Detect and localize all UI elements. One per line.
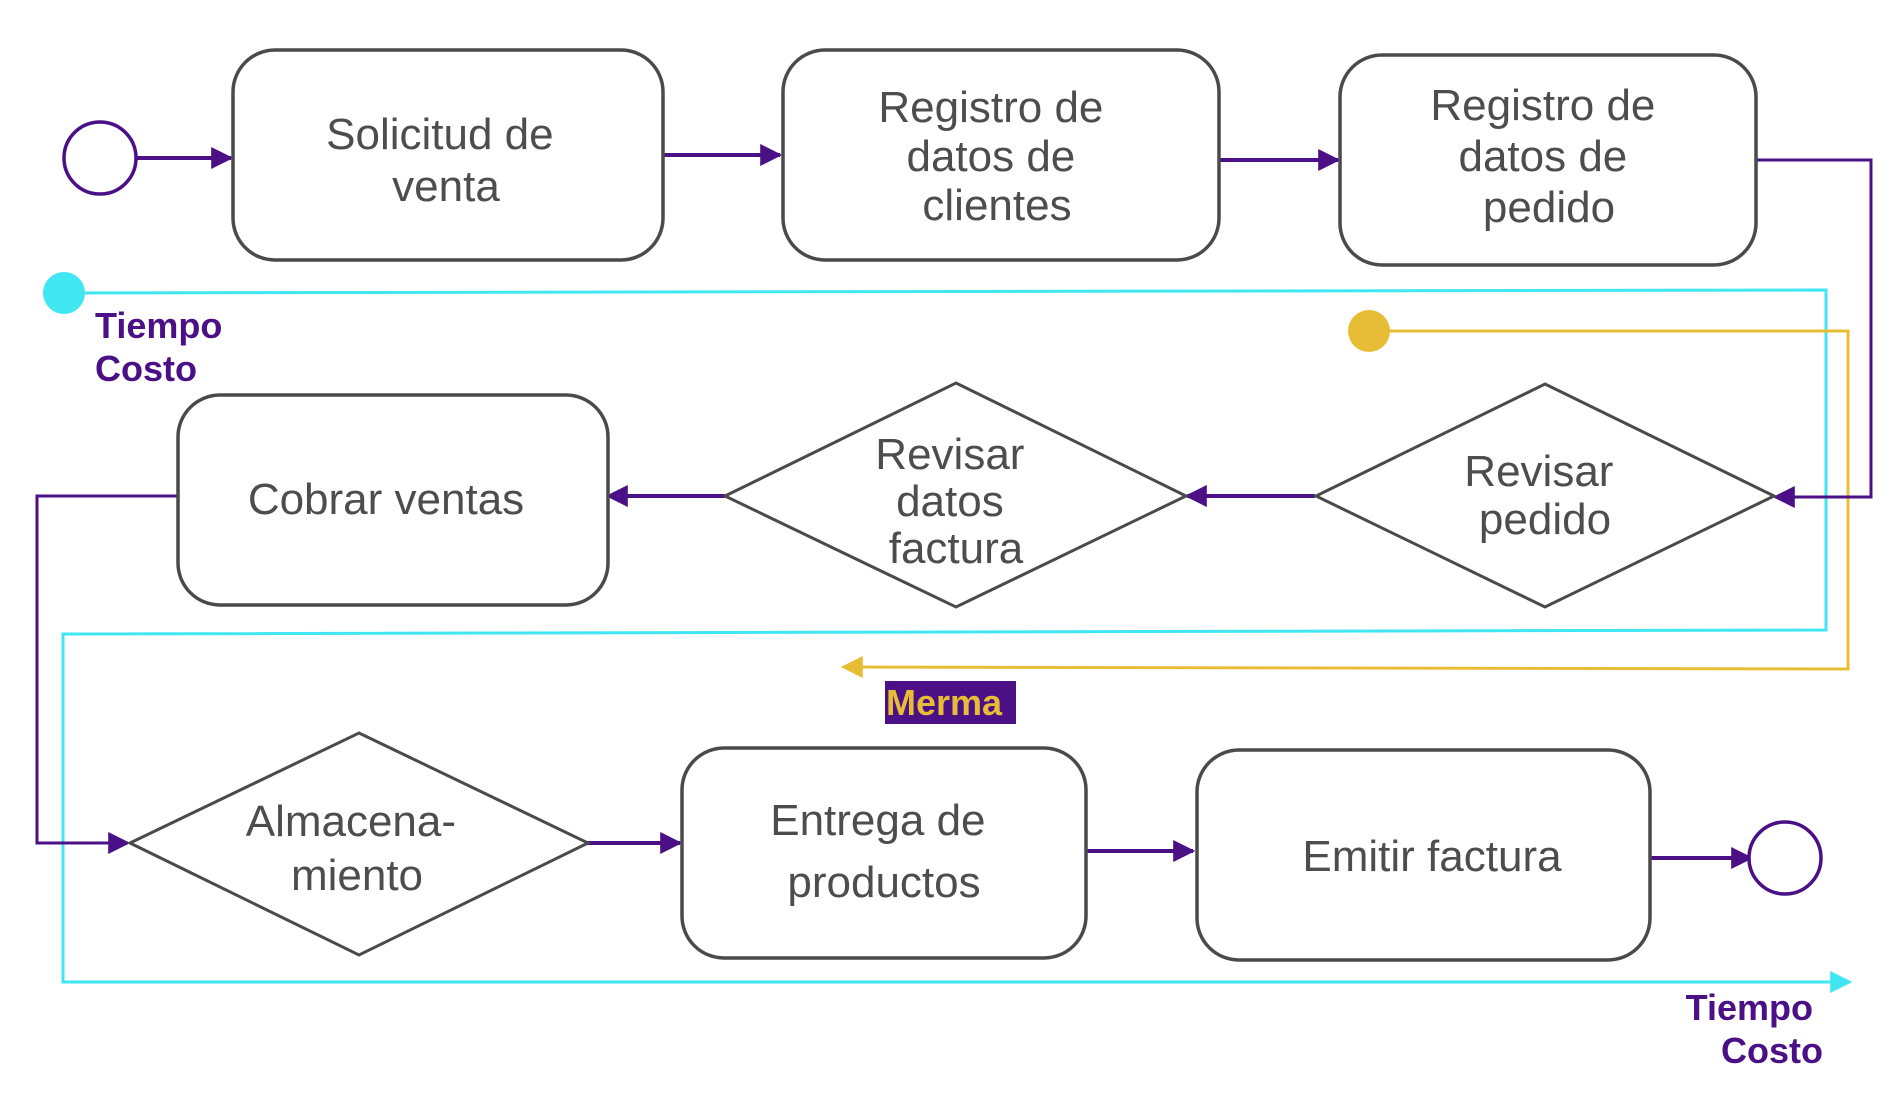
label-line: Tiempo <box>1686 987 1813 1028</box>
node-label-line: pedido <box>1483 183 1615 232</box>
node-label-line: pedido <box>1479 495 1611 544</box>
node-label-line: Registro de <box>1430 81 1655 130</box>
flow-registro-pedido-to-revisar-pedido <box>1756 158 1873 508</box>
label-line: Tiempo <box>95 305 222 346</box>
tiempo-costo-end-label: Tiempo Costo <box>1686 987 1823 1071</box>
tiempo-costo-start-dot <box>43 272 85 314</box>
node-label-line: datos <box>896 477 1004 526</box>
node-label-line: Cobrar ventas <box>248 475 524 524</box>
decision-revisar-datos-factura: Revisar datos factura <box>721 381 1190 609</box>
node-label-line: clientes <box>922 181 1071 230</box>
node-label-line: Almacena- <box>246 797 456 846</box>
node-label-line: factura <box>889 524 1024 573</box>
svg-text:Revisar datos fact: Revisar datos factura <box>875 430 1036 573</box>
svg-text:Entrega de productos: Entrega de productos <box>770 796 998 907</box>
svg-text:Emitir factura: Emitir factura <box>1302 832 1562 881</box>
node-label-line: Revisar <box>1464 447 1613 496</box>
tiempo-costo-line <box>61 288 1853 993</box>
svg-text:Cobrar ventas: Cobrar ventas <box>248 475 524 524</box>
flow-cobrar-to-almacenamiento <box>35 494 178 854</box>
svg-text:Registro de datos de: Registro de datos de pedido <box>1430 81 1667 232</box>
node-label-line: Entrega de <box>770 796 985 845</box>
process-solicitud-de-venta: Solicitud de venta <box>231 48 665 262</box>
merma-label: Merma <box>886 682 1003 723</box>
process-registro-datos-pedido: Registro de datos de pedido <box>1338 53 1758 267</box>
decision-revisar-pedido: Revisar pedido <box>1312 382 1778 609</box>
node-label-line: miento <box>291 851 423 900</box>
end-node <box>1747 820 1823 896</box>
svg-text:Registro de datos de: Registro de datos de clientes <box>878 83 1115 230</box>
process-emitir-factura: Emitir factura <box>1195 748 1652 962</box>
node-label-line: Emitir factura <box>1302 832 1562 881</box>
node-label-line: Registro de <box>878 83 1103 132</box>
process-entrega-de-productos: Entrega de productos <box>680 746 1088 960</box>
node-label-line: datos de <box>906 132 1075 181</box>
svg-text:Almacena- miento: Almacena- miento <box>246 797 469 900</box>
decision-almacenamiento: Almacena- miento <box>126 731 592 957</box>
merma-label-background <box>885 681 1016 724</box>
node-label-line: Solicitud de <box>326 110 553 159</box>
label-line: Costo <box>95 348 197 389</box>
node-label-line: datos de <box>1458 132 1627 181</box>
start-node <box>62 120 138 196</box>
merma-line <box>840 329 1850 679</box>
process-cobrar-ventas: Cobrar ventas <box>176 393 610 607</box>
node-label-line: productos <box>787 858 980 907</box>
svg-text:Revisar pedido: Revisar pedido <box>1464 447 1625 544</box>
node-label-line: venta <box>392 162 500 211</box>
svg-text:Solicitud de venta: Solicitud de venta <box>326 110 566 211</box>
tiempo-costo-start-label: Tiempo Costo <box>95 305 232 389</box>
label-line: Costo <box>1721 1030 1823 1071</box>
process-registro-datos-clientes: Registro de datos de clientes <box>781 48 1221 262</box>
node-label-line: Revisar <box>875 430 1024 479</box>
